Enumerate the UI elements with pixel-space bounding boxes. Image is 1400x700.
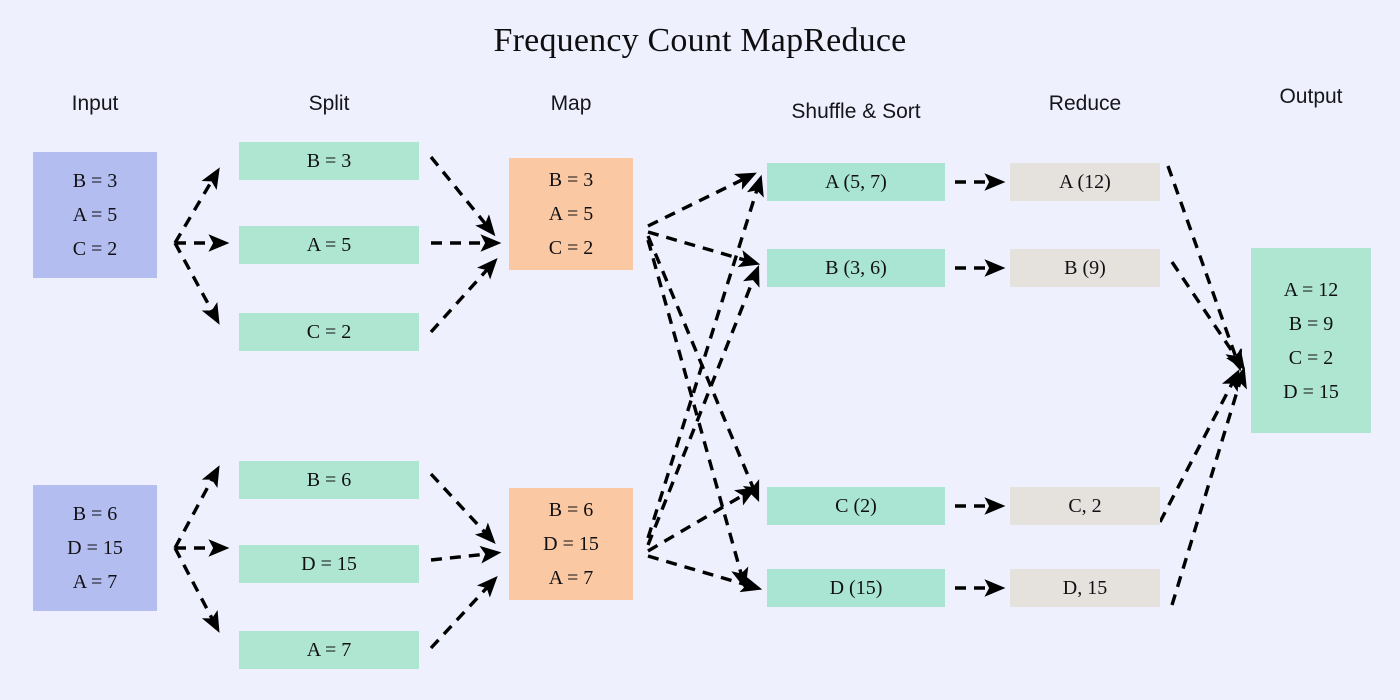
split-block-5-label: D = 15 (301, 553, 357, 575)
split-block-2[interactable]: A = 5 (239, 226, 419, 264)
column-header-split: Split (308, 92, 350, 115)
edge-split5-map2 (430, 545, 502, 564)
split-block-6-label: A = 7 (306, 639, 352, 661)
shuffle-block-d[interactable]: D (15) (767, 569, 945, 607)
shuffle-block-c[interactable]: C (2) (767, 487, 945, 525)
output-block-1[interactable]: A = 12 B = 9 C = 2 D = 15 (1251, 248, 1371, 433)
edge-map2-shuffleA (646, 174, 764, 539)
reduce-block-c[interactable]: C, 2 (1010, 487, 1160, 525)
shuffle-block-d-label: D (15) (829, 577, 883, 599)
edge-input1-split1 (173, 167, 220, 244)
page-title: Frequency Count MapReduce (493, 22, 907, 59)
edge-split1-map1 (429, 155, 496, 237)
column-header-input: Input (71, 92, 119, 115)
column-header-shuffle: Shuffle & Sort (791, 100, 921, 123)
edge-split4-map2 (429, 472, 496, 544)
shuffle-block-a[interactable]: A (5, 7) (767, 163, 945, 201)
reduce-block-d-label: D, 15 (1062, 577, 1108, 599)
input-block-2-line-3: A = 7 (72, 571, 118, 593)
input-block-1[interactable]: B = 3 A = 5 C = 2 (33, 152, 157, 278)
input-block-2-line-1: B = 6 (72, 503, 118, 525)
shuffle-block-b[interactable]: B (3, 6) (767, 249, 945, 287)
split-block-2-label: A = 5 (306, 234, 352, 256)
map-block-2[interactable]: B = 6 D = 15 A = 7 (509, 488, 633, 600)
edge-map2-shuffleD (647, 554, 763, 593)
split-block-3[interactable]: C = 2 (239, 313, 419, 351)
map-block-1-line-2: A = 5 (548, 203, 594, 225)
output-block-1-line-1: A = 12 (1283, 278, 1339, 301)
reduce-block-b-label: B (9) (1064, 257, 1106, 279)
map-block-1-line-1: B = 3 (548, 169, 594, 191)
shuffle-block-c-label: C (2) (835, 495, 877, 517)
edge-map2-shuffleC (647, 487, 757, 553)
split-block-4[interactable]: B = 6 (239, 461, 419, 499)
input-block-1-line-2: A = 5 (72, 204, 118, 226)
split-block-4-label: B = 6 (306, 469, 352, 491)
split-block-5[interactable]: D = 15 (239, 545, 419, 583)
split-block-3-label: C = 2 (306, 321, 352, 343)
map-block-2-line-3: A = 7 (548, 567, 594, 589)
reduce-block-a[interactable]: A (12) (1010, 163, 1160, 201)
output-block-1-line-2: B = 9 (1288, 312, 1334, 335)
reduce-block-c-label: C, 2 (1068, 495, 1102, 517)
edge-map1-shuffleB (647, 230, 761, 268)
edge-map2-shuffleB (646, 264, 760, 546)
reduce-block-a-label: A (12) (1059, 171, 1111, 193)
edge-map1-shuffleC (646, 235, 760, 503)
column-header-map: Map (550, 92, 592, 115)
edge-reduceA-output (1166, 165, 1243, 372)
edge-split3-map1 (429, 257, 498, 334)
map-block-2-line-1: B = 6 (548, 499, 594, 521)
input-block-1-line-3: C = 2 (72, 238, 118, 260)
map-block-2-line-2: D = 15 (543, 533, 599, 555)
input-block-2-line-2: D = 15 (67, 537, 123, 559)
column-header-reduce: Reduce (1048, 92, 1122, 115)
edge-input2-split6 (173, 547, 220, 633)
reduce-block-d[interactable]: D, 15 (1010, 569, 1160, 607)
edge-split6-map2 (429, 576, 498, 650)
edge-input2-split4 (173, 465, 220, 549)
edge-reduceD-output (1170, 366, 1247, 606)
edge-reduceB-output (1170, 261, 1246, 371)
column-header-output: Output (1279, 85, 1343, 108)
output-block-1-line-3: C = 2 (1288, 346, 1334, 369)
edge-map1-shuffleD (646, 239, 749, 590)
input-block-1-line-1: B = 3 (72, 170, 118, 192)
output-block-1-line-4: D = 15 (1283, 380, 1339, 403)
map-block-1[interactable]: B = 3 A = 5 C = 2 (509, 158, 633, 270)
edge-map1-shuffleA (647, 172, 757, 228)
reduce-block-b[interactable]: B (9) (1010, 249, 1160, 287)
edge-input1-split3 (173, 242, 220, 325)
split-block-1-label: B = 3 (306, 150, 352, 172)
split-block-6[interactable]: A = 7 (239, 631, 419, 669)
map-block-1-line-3: C = 2 (548, 237, 594, 259)
edge-reduceC-output (1158, 369, 1240, 523)
split-block-1[interactable]: B = 3 (239, 142, 419, 180)
input-block-2[interactable]: B = 6 D = 15 A = 7 (33, 485, 157, 611)
shuffle-block-a-label: A (5, 7) (825, 171, 887, 193)
shuffle-block-b-label: B (3, 6) (825, 257, 887, 279)
